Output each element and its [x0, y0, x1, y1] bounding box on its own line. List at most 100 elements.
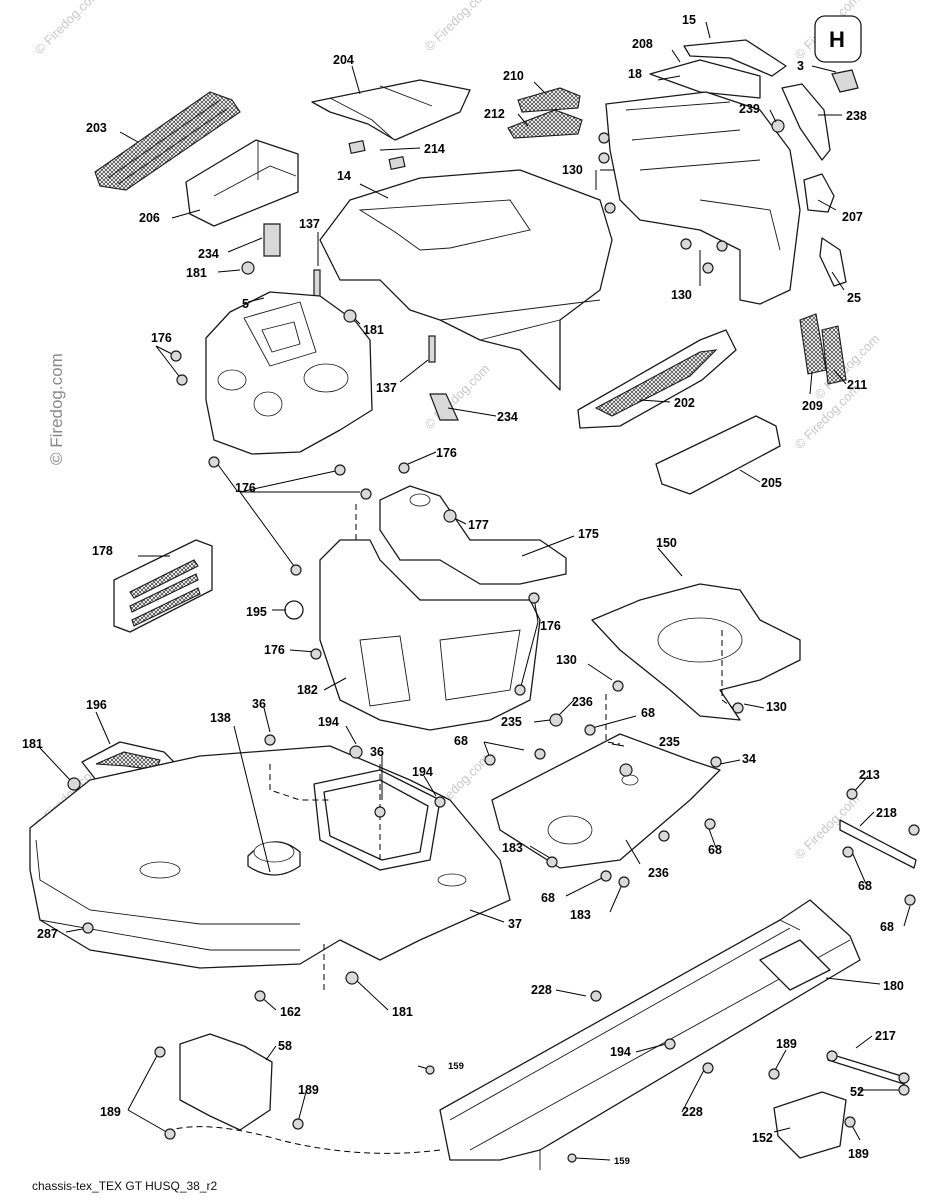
label-130d: 130: [766, 700, 787, 714]
part-178-vent-plate: [113, 539, 213, 633]
label-217: 217: [875, 1029, 896, 1043]
label-36b: 36: [370, 745, 384, 759]
label-176b: 176: [436, 446, 457, 460]
part-203-grille: [94, 91, 241, 191]
label-37: 37: [508, 917, 522, 931]
fasteners: [67, 132, 920, 1163]
label-203: 203: [86, 121, 107, 135]
label-137a: 137: [299, 217, 320, 231]
part-211-mesh: [821, 325, 847, 385]
label-213: 213: [859, 768, 880, 782]
label-176e: 176: [264, 643, 285, 657]
parts: H: [29, 15, 917, 1170]
label-194b: 194: [412, 765, 433, 779]
label-228a: 228: [531, 983, 552, 997]
part-208-cover: [649, 59, 761, 99]
label-175: 175: [578, 527, 599, 541]
part-204-panel: [311, 79, 471, 141]
part-180-frame: [439, 899, 861, 1161]
label-202: 202: [674, 396, 695, 410]
label-150: 150: [656, 536, 677, 550]
label-130b: 130: [671, 288, 692, 302]
part-14-hood: [319, 169, 613, 391]
label-68c: 68: [708, 843, 722, 857]
label-181c: 181: [22, 737, 43, 751]
part-137-strip: [313, 269, 321, 299]
part-182-dash-body: [319, 539, 541, 731]
label-189c: 189: [298, 1083, 319, 1097]
label-34: 34: [742, 752, 756, 766]
label-287: 287: [37, 927, 58, 941]
label-183b: 183: [570, 908, 591, 922]
part-214-clip: [388, 155, 406, 171]
label-211: 211: [847, 378, 867, 392]
label-176c: 176: [235, 481, 256, 495]
part-15-trim: [683, 39, 787, 77]
label-25: 25: [847, 291, 861, 305]
label-176a: 176: [151, 331, 172, 345]
label-236a: 236: [572, 695, 593, 709]
label-207: 207: [842, 210, 863, 224]
label-239: 239: [739, 102, 760, 116]
label-196: 196: [86, 698, 107, 712]
part-18-front-shroud: [605, 91, 801, 305]
part-175-bracket: [379, 485, 567, 585]
label-14: 14: [337, 169, 351, 183]
label-212: 212: [484, 107, 505, 121]
label-36a: 36: [252, 697, 266, 711]
label-137b: 137: [376, 381, 397, 395]
label-159b: 159: [614, 1156, 630, 1167]
label-183a: 183: [502, 841, 523, 855]
label-162: 162: [280, 1005, 301, 1019]
part-238-side-panel: [781, 83, 831, 161]
label-52: 52: [850, 1085, 864, 1099]
label-177: 177: [468, 518, 489, 532]
label-178: 178: [92, 544, 113, 558]
label-130c: 130: [556, 653, 577, 667]
label-182: 182: [297, 683, 318, 697]
leader-lines: [39, 21, 911, 1161]
label-18: 18: [628, 67, 642, 81]
part-3-emblem: [831, 69, 859, 93]
label-238: 238: [846, 109, 867, 123]
part-234-pad: [429, 393, 459, 421]
part-239-washer: [771, 119, 785, 133]
label-68a: 68: [641, 706, 655, 720]
label-228b: 228: [682, 1105, 703, 1119]
label-235a: 235: [501, 715, 522, 729]
label-68f: 68: [880, 920, 894, 934]
label-235b: 235: [659, 735, 680, 749]
label-194c: 194: [610, 1045, 631, 1059]
watermark-text: © Firedog.com: [47, 353, 66, 465]
label-205: 205: [761, 476, 782, 490]
watermark-text: © Firedog.com: [32, 0, 103, 57]
part-58-bracket: [179, 1033, 273, 1131]
part-195-plug: [284, 600, 304, 620]
part-5-dash-panel: [205, 291, 373, 455]
label-189d: 189: [848, 1147, 869, 1161]
part-206-bracket: [185, 139, 299, 227]
part-210-grille: [517, 87, 581, 113]
badge-logo: H: [829, 27, 845, 52]
label-159a: 159: [448, 1061, 464, 1072]
part-205-panel: [655, 415, 781, 495]
part-218-bracket: [839, 819, 917, 869]
label-210: 210: [503, 69, 524, 83]
label-234b: 234: [497, 410, 518, 424]
part-234-pad: [263, 223, 281, 257]
label-189b: 189: [776, 1037, 797, 1051]
label-138: 138: [210, 711, 231, 725]
label-189a: 189: [100, 1105, 121, 1119]
part-labels: 15 208 3 18 204 210 212 239 238 203 214 …: [22, 13, 904, 1167]
label-218: 218: [876, 806, 897, 820]
label-176d: 176: [540, 619, 561, 633]
label-58: 58: [278, 1039, 292, 1053]
label-209: 209: [802, 399, 823, 413]
routing-lines: [169, 504, 737, 1154]
part-34-plate: [491, 733, 721, 869]
label-206: 206: [139, 211, 160, 225]
part-217-strap: [827, 1053, 909, 1085]
label-68d: 68: [858, 879, 872, 893]
label-234a: 234: [198, 247, 219, 261]
label-68b: 68: [454, 734, 468, 748]
